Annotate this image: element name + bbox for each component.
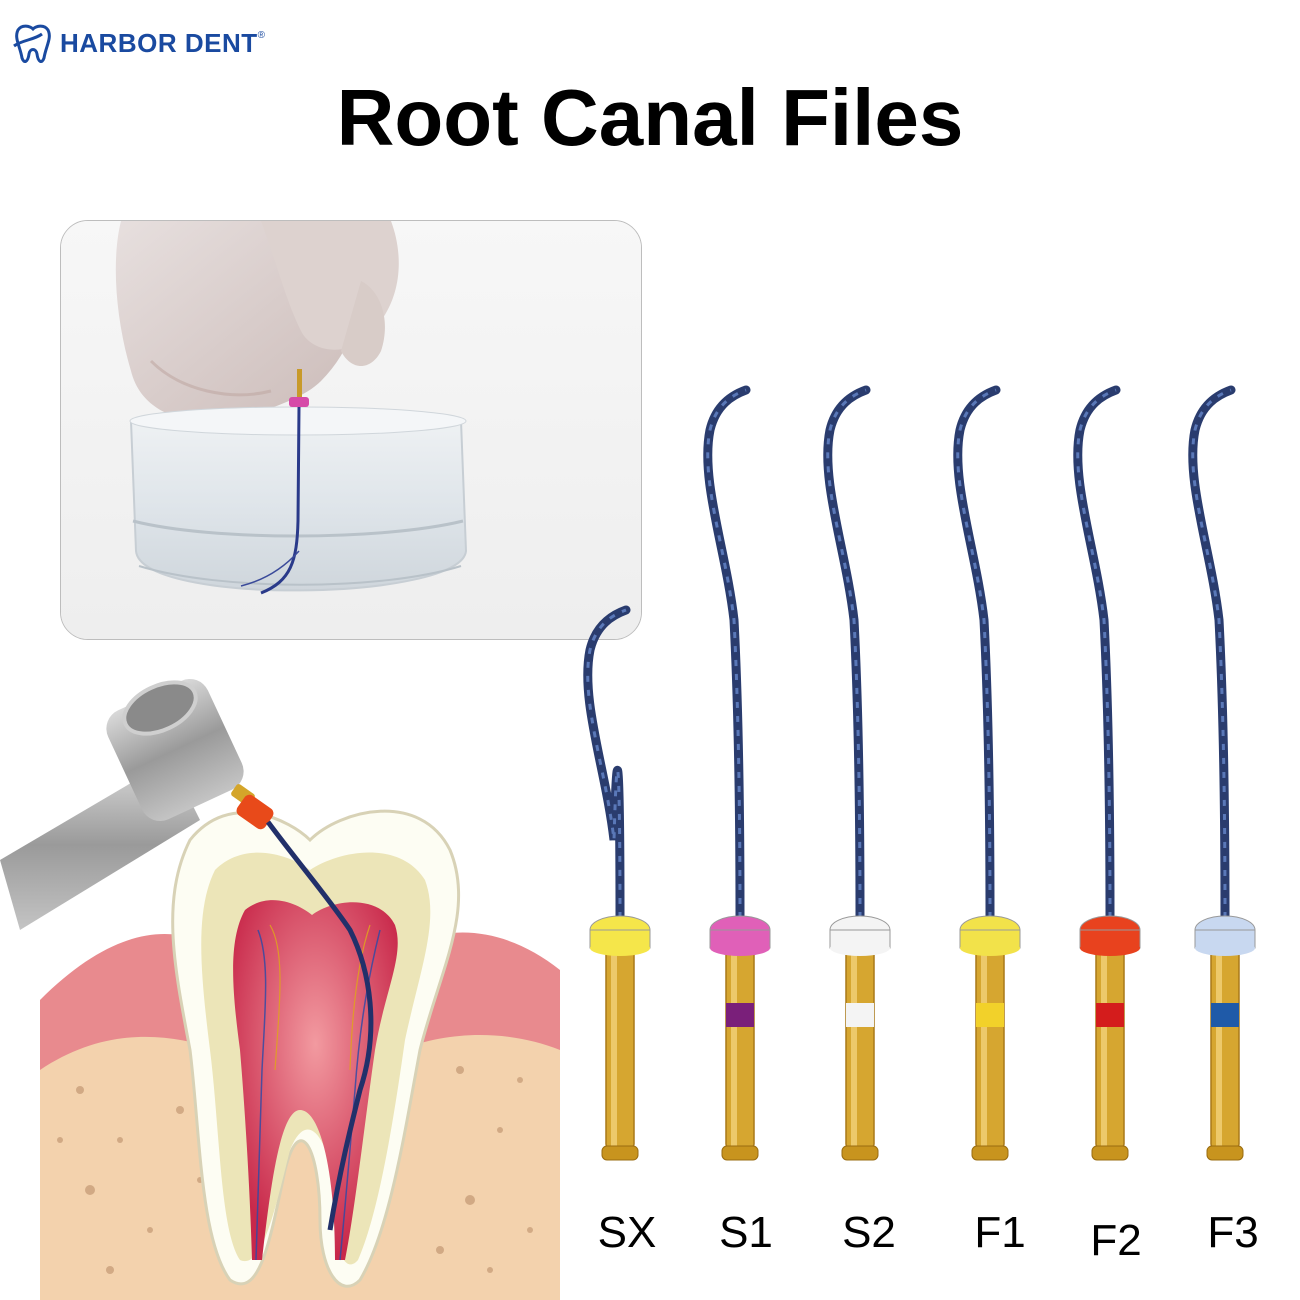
root-canal-files-icon: [583, 385, 1256, 1161]
file-shank-s1: [725, 937, 755, 1149]
file-band-f2: [1096, 1003, 1124, 1027]
brand-name: HARBOR DENT: [60, 27, 258, 58]
file-band-f3: [1211, 1003, 1239, 1027]
usage-photo: [60, 220, 642, 640]
file-band-f1: [976, 1003, 1004, 1027]
file-shank-f1: [975, 937, 1005, 1149]
file-label-s1: S1: [719, 1208, 773, 1257]
file-shank-shine-sx: [611, 938, 617, 1148]
file-cap-s1: [721, 1145, 759, 1161]
file-cap-sx: [601, 1145, 639, 1161]
file-label-sx: SX: [597, 1208, 657, 1257]
file-cap-f1: [971, 1145, 1009, 1161]
file-label-f1: F1: [974, 1208, 1026, 1257]
file-ring-bottom-sx: [590, 940, 650, 956]
files-group: [560, 370, 1300, 1190]
page-title: Root Canal Files: [336, 73, 964, 162]
tooth-logo-icon: [13, 24, 51, 63]
file-blade-s2: [823, 385, 871, 923]
tooth-illustration: [0, 670, 560, 1300]
file-cap-f3: [1206, 1145, 1244, 1161]
file-blade-f2: [1073, 385, 1121, 923]
file-shank-f3: [1210, 937, 1240, 1149]
file-cap-f2: [1091, 1145, 1129, 1161]
hand-with-file-photo: [61, 221, 641, 639]
file-band-s2: [846, 1003, 874, 1027]
brand-registered-mark: ®: [257, 30, 265, 41]
brand-logo: HARBOR DENT ®: [8, 18, 265, 68]
file-blade-f3: [1188, 385, 1236, 923]
file-ring-bottom-s1: [710, 940, 770, 956]
file-shank-s2: [845, 937, 875, 1149]
file-ring-bottom-f2: [1080, 940, 1140, 956]
file-blade-twist-f3: [1191, 388, 1232, 919]
file-shank-sx: [605, 937, 635, 1149]
file-blade-twist-s1: [706, 388, 747, 919]
file-band-s1: [726, 1003, 754, 1027]
file-shank-shine-f2: [1101, 938, 1107, 1148]
file-blade-twist-f2: [1076, 388, 1117, 919]
file-shank-shine-s1: [731, 938, 737, 1148]
file-shank-shine-f1: [981, 938, 987, 1148]
file-cap-s2: [841, 1145, 879, 1161]
tooth-cross-section-icon: [0, 678, 560, 1300]
file-blade-twist-s2: [826, 388, 867, 919]
file-shank-shine-s2: [851, 938, 857, 1148]
file-blade-twist-f1: [956, 388, 997, 919]
file-shank-f2: [1095, 937, 1125, 1149]
file-blade-twist-sx: [586, 608, 627, 919]
file-blade-f1: [953, 385, 1001, 923]
file-ring-bottom-f3: [1195, 940, 1255, 956]
file-label-f3: F3: [1207, 1208, 1259, 1257]
file-shank-shine-f3: [1216, 938, 1222, 1148]
file-label-s2: S2: [842, 1208, 896, 1257]
file-ring-bottom-s2: [830, 940, 890, 956]
file-labels: SX S1 S2 F1 F2 F3: [560, 1208, 1300, 1268]
file-label-f2: F2: [1090, 1216, 1142, 1265]
file-blade-s1: [703, 385, 751, 923]
file-ring-bottom-f1: [960, 940, 1020, 956]
